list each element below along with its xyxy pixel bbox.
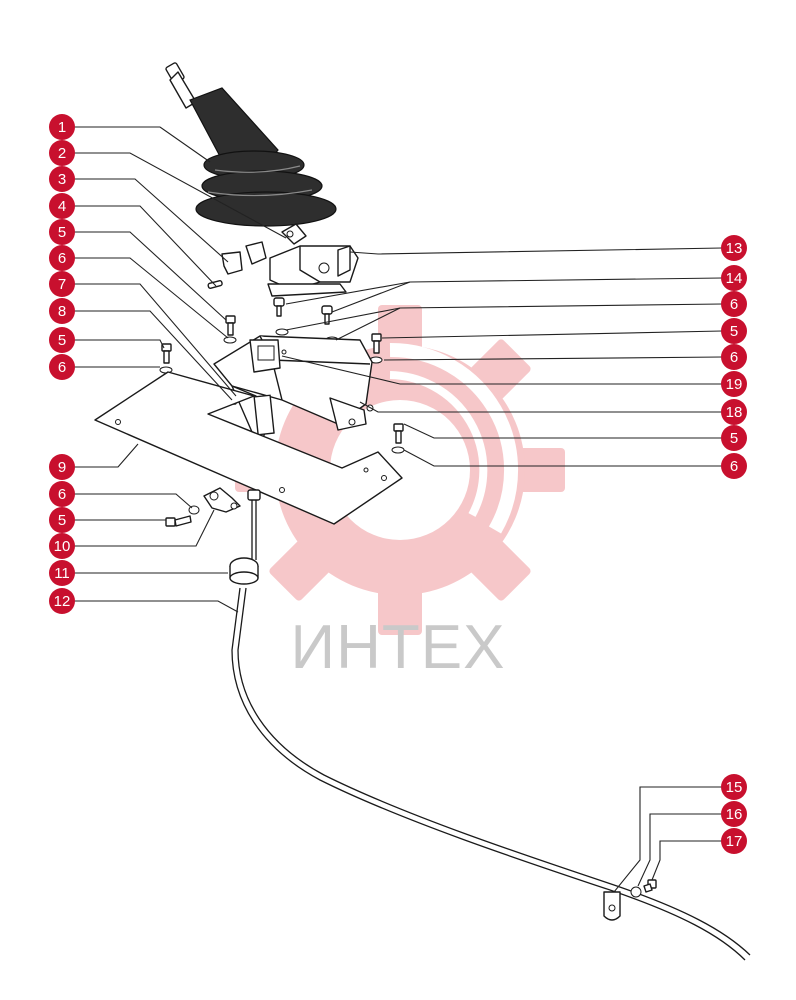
callout-number: 13 bbox=[726, 240, 743, 257]
callout-number: 15 bbox=[726, 779, 743, 796]
callout-badge bbox=[49, 354, 75, 380]
callout-badge bbox=[49, 454, 75, 480]
cable-clip bbox=[603, 879, 657, 921]
callout-badge bbox=[49, 560, 75, 586]
callout-number: 5 bbox=[58, 224, 66, 241]
callout-badge bbox=[721, 265, 747, 291]
callout-number: 5 bbox=[58, 512, 66, 529]
callout-badge bbox=[49, 166, 75, 192]
callout-badge bbox=[49, 298, 75, 324]
grommet bbox=[229, 557, 259, 585]
callout-18: 18 bbox=[721, 399, 747, 425]
callout-6: 6 bbox=[721, 453, 747, 479]
callout-number: 10 bbox=[54, 538, 71, 555]
control-cable bbox=[231, 489, 751, 961]
screws-14 bbox=[273, 297, 333, 325]
callout-number: 3 bbox=[58, 171, 66, 188]
callout-badge bbox=[49, 507, 75, 533]
callout-5: 5 bbox=[721, 425, 747, 451]
callout-19: 19 bbox=[721, 371, 747, 397]
callout-number: 8 bbox=[58, 303, 66, 320]
callout-number: 19 bbox=[726, 376, 743, 393]
callout-number: 5 bbox=[730, 323, 738, 340]
callout-4: 4 bbox=[49, 193, 75, 219]
callout-number: 6 bbox=[58, 250, 66, 267]
callout-number: 9 bbox=[58, 459, 66, 476]
callout-badge bbox=[721, 801, 747, 827]
callout-number: 14 bbox=[726, 270, 743, 287]
callout-11: 11 bbox=[49, 560, 75, 586]
parts-drawing bbox=[94, 62, 751, 961]
callout-1: 1 bbox=[49, 114, 75, 140]
callout-badge bbox=[49, 588, 75, 614]
callout-13: 13 bbox=[721, 235, 747, 261]
callout-badge bbox=[721, 828, 747, 854]
callout-9: 9 bbox=[49, 454, 75, 480]
callout-badge bbox=[49, 271, 75, 297]
callout-12: 12 bbox=[49, 588, 75, 614]
callout-number: 18 bbox=[726, 404, 743, 421]
callout-6: 6 bbox=[49, 354, 75, 380]
callout-number: 5 bbox=[730, 430, 738, 447]
callout-15: 15 bbox=[721, 774, 747, 800]
callout-badge bbox=[49, 140, 75, 166]
rubber-boot bbox=[189, 87, 337, 227]
callout-2: 2 bbox=[49, 140, 75, 166]
lever-mechanism bbox=[207, 223, 359, 297]
callout-badge bbox=[721, 344, 747, 370]
callout-badge bbox=[721, 774, 747, 800]
callout-17: 17 bbox=[721, 828, 747, 854]
callout-5: 5 bbox=[49, 327, 75, 353]
base-plate bbox=[94, 371, 403, 525]
callout-14: 14 bbox=[721, 265, 747, 291]
callout-5: 5 bbox=[49, 507, 75, 533]
callout-badge bbox=[49, 114, 75, 140]
lever-rod bbox=[165, 62, 197, 109]
callout-number: 6 bbox=[58, 486, 66, 503]
callout-number: 5 bbox=[58, 332, 66, 349]
callout-badge bbox=[49, 219, 75, 245]
callout-badge bbox=[49, 481, 75, 507]
callout-badge bbox=[49, 533, 75, 559]
callout-number: 4 bbox=[58, 198, 66, 215]
callout-6: 6 bbox=[721, 291, 747, 317]
callout-number: 1 bbox=[58, 119, 66, 136]
callout-number: 6 bbox=[730, 458, 738, 475]
callout-5: 5 bbox=[49, 219, 75, 245]
callout-number: 2 bbox=[58, 145, 66, 162]
callout-badge bbox=[721, 235, 747, 261]
callout-number: 6 bbox=[58, 359, 66, 376]
callout-6: 6 bbox=[721, 344, 747, 370]
callout-8: 8 bbox=[49, 298, 75, 324]
callout-badge bbox=[721, 318, 747, 344]
callout-number: 7 bbox=[58, 276, 66, 293]
callout-badge bbox=[721, 399, 747, 425]
callout-number: 6 bbox=[730, 296, 738, 313]
callout-badge bbox=[721, 291, 747, 317]
callout-number: 17 bbox=[726, 833, 743, 850]
callout-3: 3 bbox=[49, 166, 75, 192]
callout-7: 7 bbox=[49, 271, 75, 297]
callout-number: 12 bbox=[54, 593, 71, 610]
callout-6: 6 bbox=[49, 245, 75, 271]
callout-badge bbox=[49, 327, 75, 353]
callout-badge bbox=[721, 425, 747, 451]
leader-lines bbox=[74, 126, 723, 893]
cable-clamp bbox=[203, 487, 241, 513]
callout-16: 16 bbox=[721, 801, 747, 827]
callout-number: 6 bbox=[730, 349, 738, 366]
callout-badge bbox=[49, 193, 75, 219]
callout-badge bbox=[49, 245, 75, 271]
watermark-text: ИНТЕХ bbox=[291, 613, 506, 682]
callout-number: 16 bbox=[726, 806, 743, 823]
callout-number: 11 bbox=[54, 565, 70, 582]
callout-10: 10 bbox=[49, 533, 75, 559]
callout-5: 5 bbox=[721, 318, 747, 344]
callout-badge bbox=[721, 371, 747, 397]
callout-6: 6 bbox=[49, 481, 75, 507]
callout-badge bbox=[721, 453, 747, 479]
